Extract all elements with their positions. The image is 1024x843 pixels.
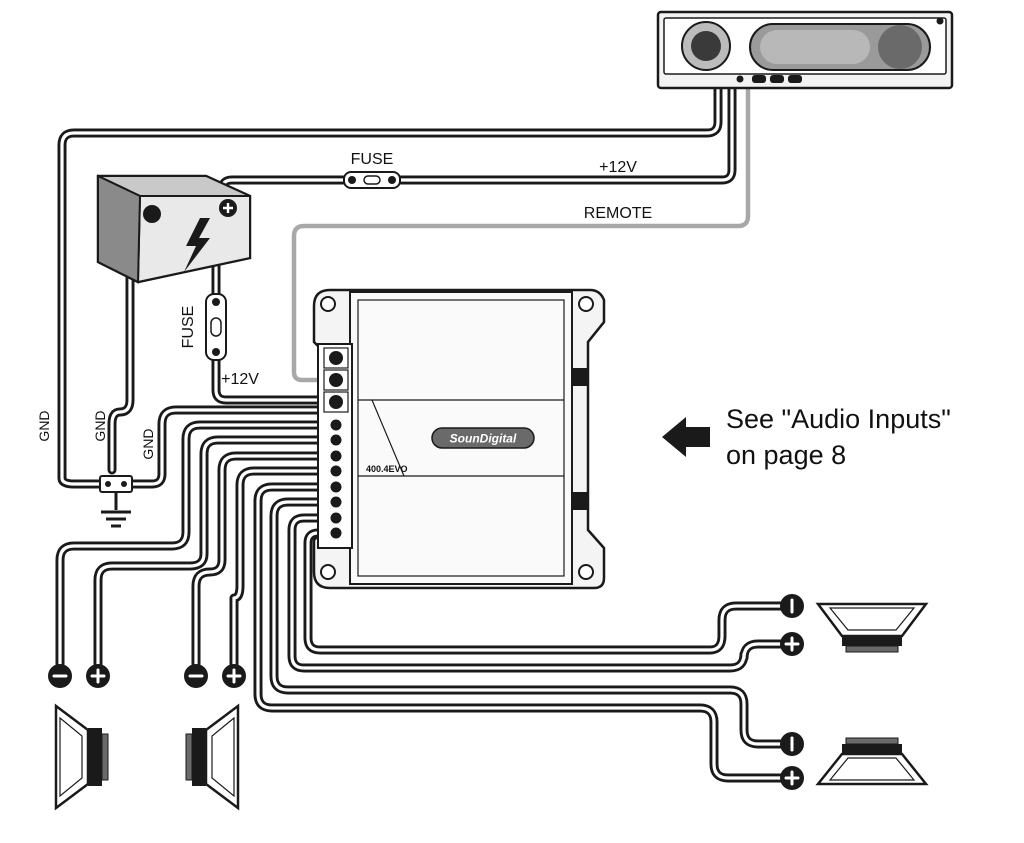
gnd-label-2: GND	[92, 410, 108, 441]
note-line-2: on page 8	[726, 440, 846, 470]
note-line-1: See "Audio Inputs"	[726, 404, 951, 434]
head-unit-gnd-wire	[57, 85, 723, 489]
ground-symbol-icon	[101, 510, 131, 528]
remote-wire	[291, 87, 751, 383]
speaker-right-2	[815, 737, 929, 786]
polarity-markers	[48, 594, 804, 790]
gnd-label-3: GND	[140, 428, 156, 459]
speaker-bottom-left-2	[185, 703, 240, 811]
speaker-bottom-left-1	[54, 703, 109, 811]
gnd-label-1: GND	[36, 410, 52, 441]
minus-terminal-icon	[780, 732, 804, 756]
amplifier-brand-badge	[431, 427, 535, 449]
left-arrow-icon	[662, 417, 710, 457]
minus-terminal-icon	[48, 664, 72, 688]
fuse-label-top: FUSE	[351, 151, 394, 168]
speaker-wires-left	[55, 420, 335, 669]
amp-gnd-wire	[127, 405, 335, 489]
remote-label: REMOTE	[584, 205, 652, 222]
battery-gnd-wire	[107, 217, 135, 475]
lightning-bolt-icon	[184, 218, 210, 272]
amplifier-model: 400.4EVO	[366, 464, 408, 474]
battery-negative-terminal	[143, 205, 161, 223]
power-terminals	[323, 347, 349, 413]
plus-terminal-icon	[86, 664, 110, 688]
plus-terminal-icon	[780, 632, 804, 656]
minus-terminal-icon	[780, 594, 804, 618]
side-fuse	[205, 293, 227, 361]
amplifier: SounDigital 400.4EVO	[312, 288, 606, 590]
speaker-right-1	[815, 602, 929, 653]
ground-block	[99, 475, 133, 528]
amplifier-brand: SounDigital	[450, 432, 517, 446]
top-fuse	[343, 171, 401, 189]
speaker-terminals	[330, 419, 342, 539]
battery	[96, 174, 252, 284]
head-unit-12v-wire	[217, 85, 737, 203]
head-unit	[656, 10, 954, 90]
speaker-wires-right	[253, 482, 791, 783]
plus-terminal-icon	[780, 766, 804, 790]
plus12v-label-amp: +12V	[221, 371, 259, 388]
fuse-label-side: FUSE	[180, 306, 197, 349]
plus12v-label-top: +12V	[599, 159, 637, 176]
plus-terminal-icon	[222, 664, 246, 688]
wires	[55, 85, 791, 783]
minus-terminal-icon	[184, 664, 208, 688]
